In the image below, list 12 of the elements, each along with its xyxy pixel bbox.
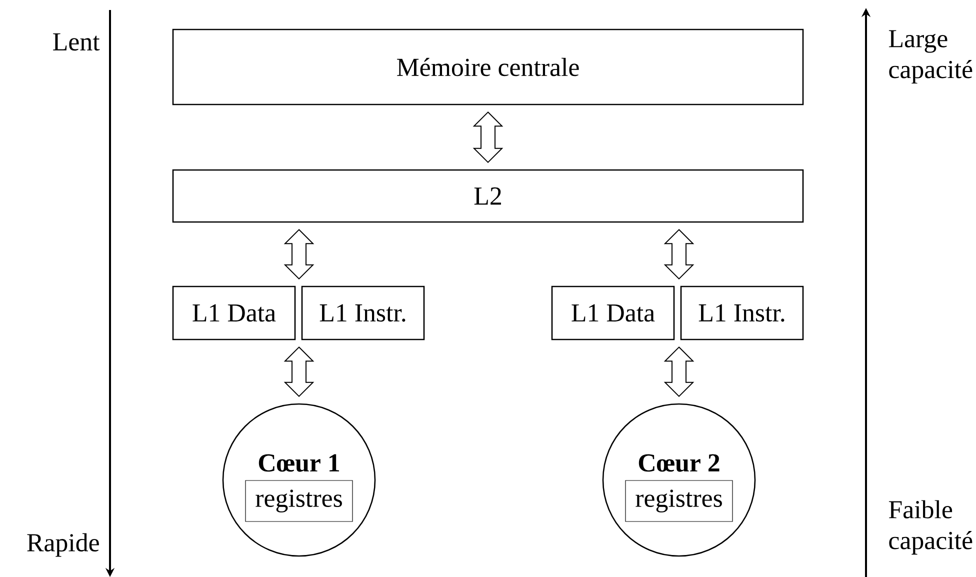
cache-box: L1 Data xyxy=(172,286,296,340)
axis-label: Large capacité xyxy=(888,30,972,84)
cache-box: L2 xyxy=(172,169,804,223)
register-box: registres xyxy=(245,480,353,522)
cache-box: L1 Instr. xyxy=(680,286,804,340)
cache-box: L1 Instr. xyxy=(301,286,425,340)
axis-label: Rapide xyxy=(27,533,99,557)
register-box: registres xyxy=(625,480,733,522)
axis-label: Lent xyxy=(53,33,100,51)
axis-label: Faible capacité xyxy=(888,500,972,555)
cache-box: Mémoire centrale xyxy=(172,28,804,106)
cache-box: L1 Data xyxy=(551,286,675,340)
